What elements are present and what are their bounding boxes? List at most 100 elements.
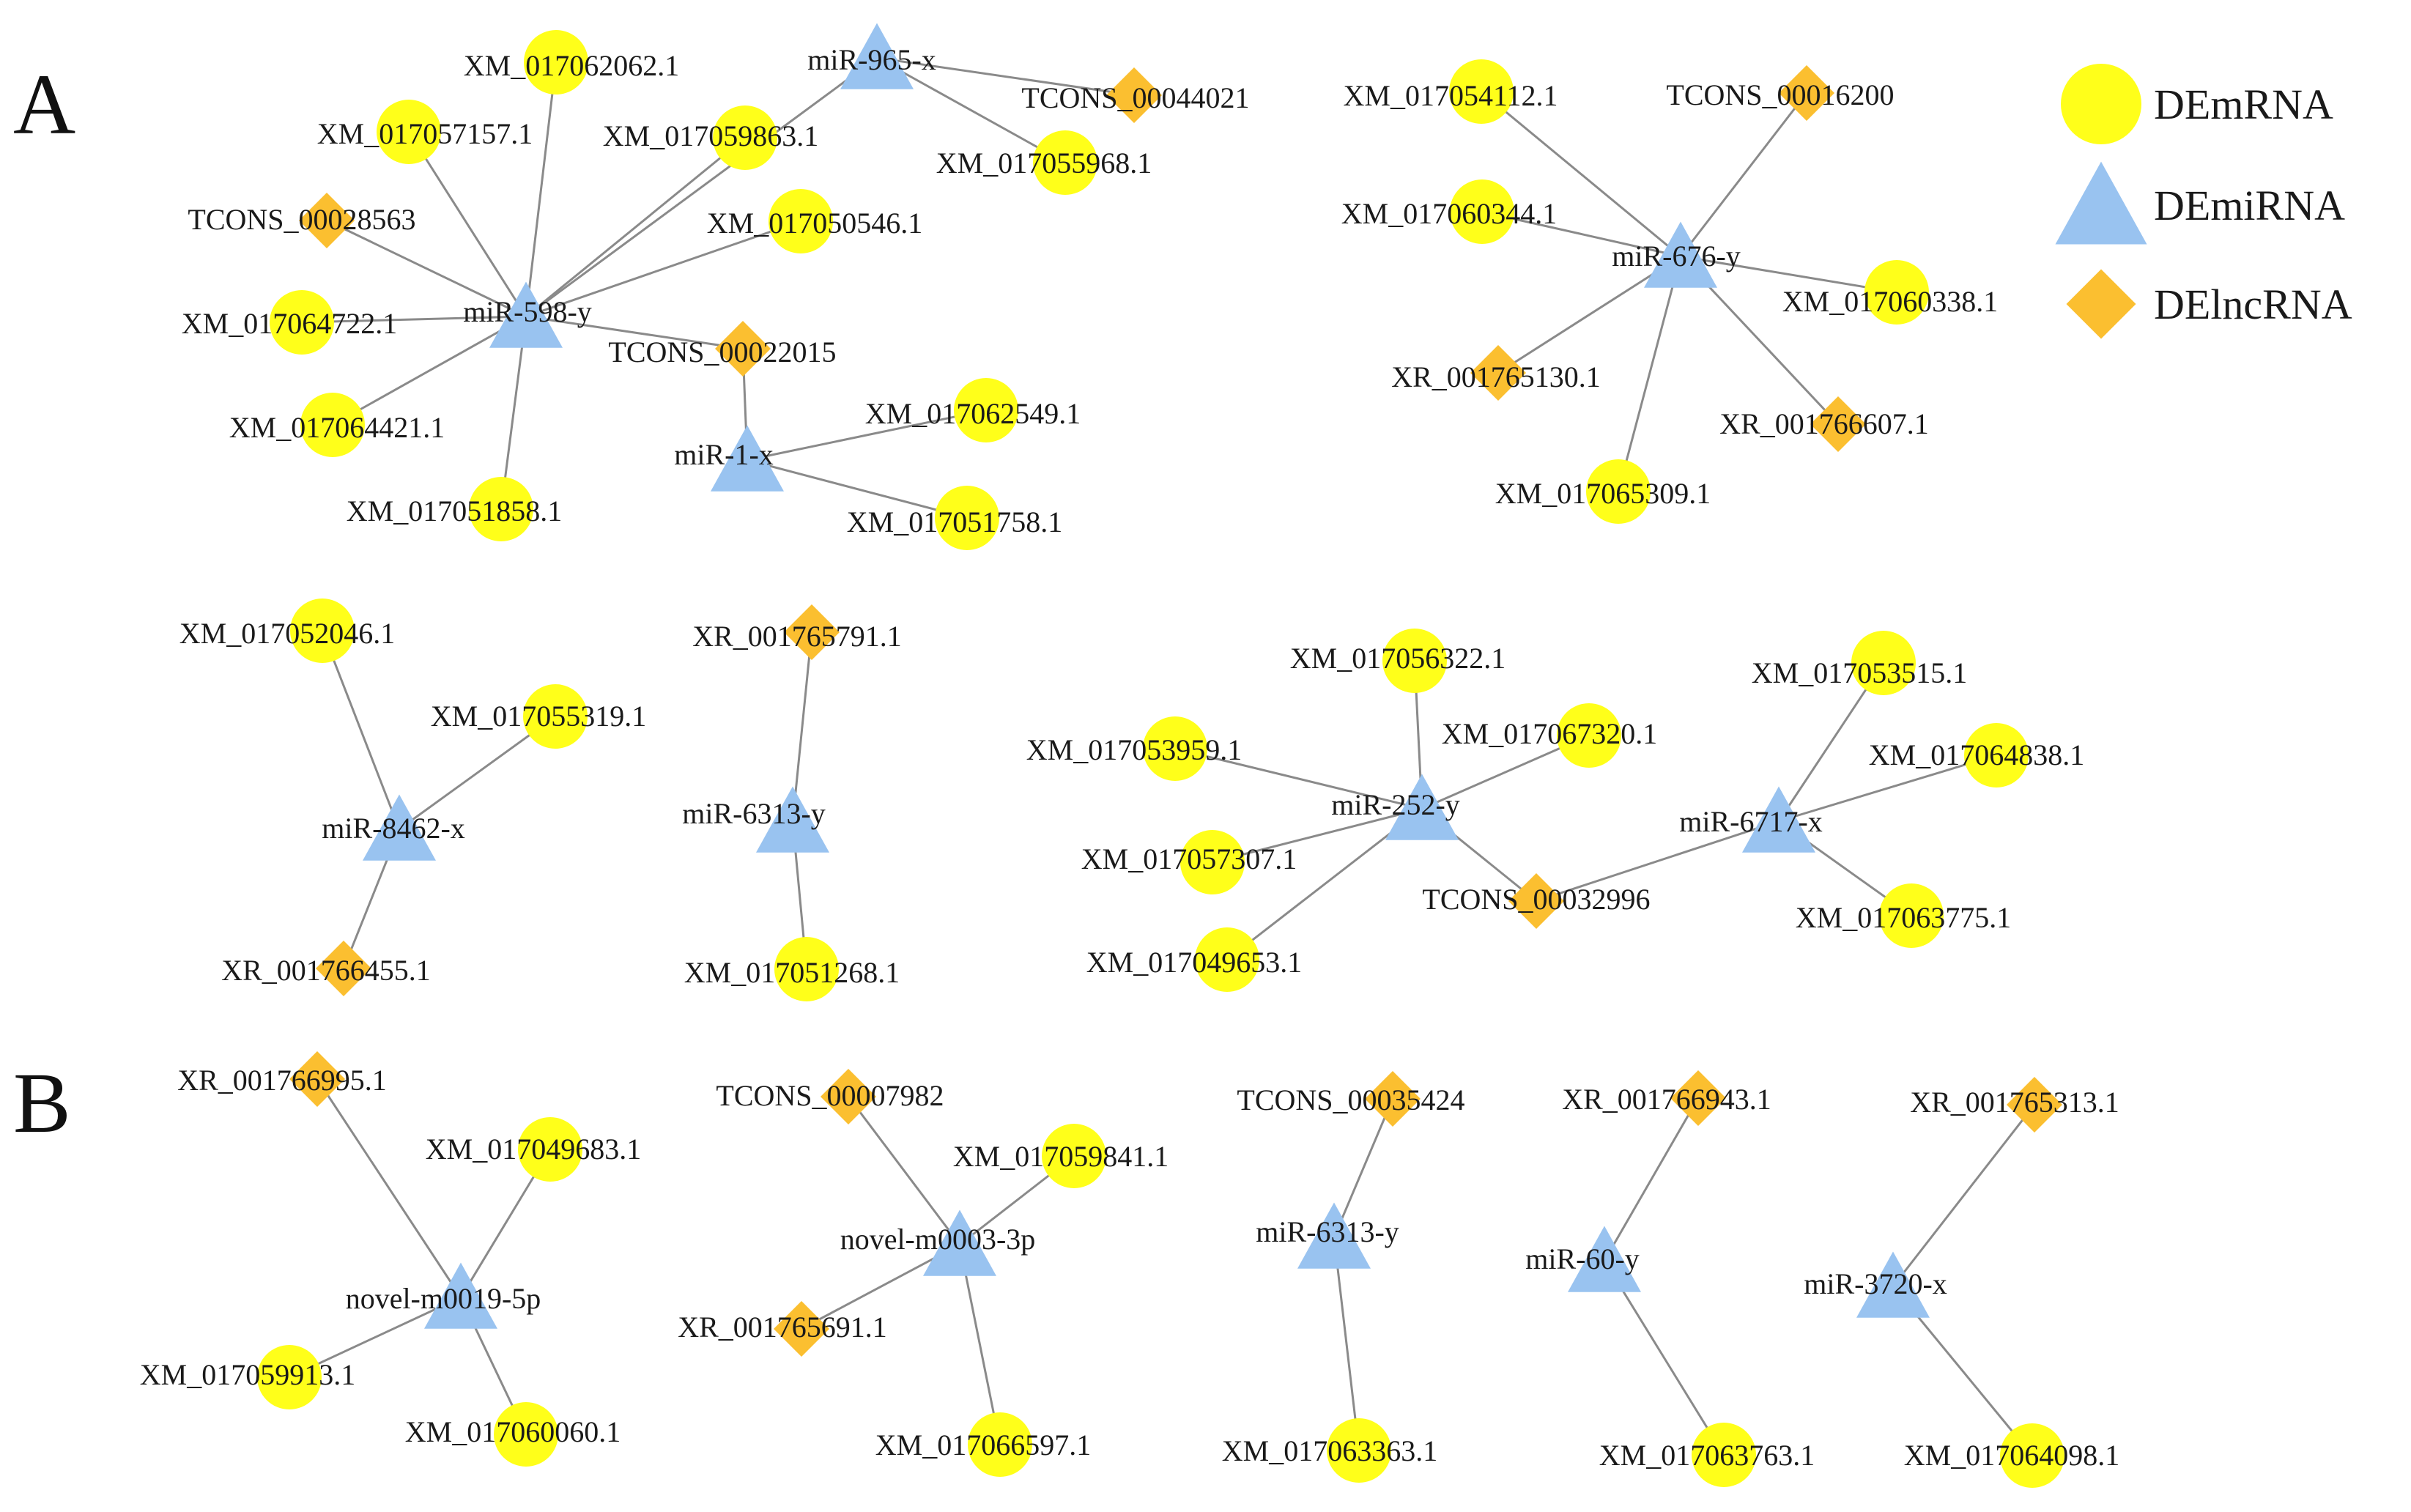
node-label: XM_017055968.1	[936, 147, 1152, 179]
edge-miR-598-y-XM_017064722.1	[301, 315, 527, 324]
node-mrna-XM_017052046.1	[290, 598, 355, 663]
edge-miR-1-x-XM_017051758.1	[747, 459, 968, 519]
node-mirna-miR-252-y	[1385, 774, 1459, 840]
node-label: XM_017060060.1	[405, 1415, 621, 1448]
node-mirna-miR-8462-x	[363, 794, 436, 861]
node-mrna-XM_017064722.1	[270, 290, 334, 355]
edge-miR-8462-x-XM_017052046.1	[321, 630, 401, 830]
edge-miR-676-y-XM_017054112.1	[1481, 90, 1681, 258]
node-label: TCONS_00032996	[1422, 883, 1650, 916]
edge-novel-m0003-3p-TCONS_00007982	[847, 1096, 961, 1245]
edge-miR-598-y-XM_017050546.1	[525, 220, 801, 318]
node-label: XR_001766943.1	[1562, 1083, 1771, 1116]
edge-miR-676-y-XM_017065309.1	[1617, 256, 1682, 492]
node-label: XM_017057307.1	[1081, 842, 1297, 875]
node-lncrna-TCONS_00016200	[1779, 65, 1834, 121]
node-mrna-XM_017060344.1	[1450, 179, 1514, 244]
panel-label-a: A	[13, 56, 75, 152]
node-mrna-XM_017062549.1	[954, 378, 1018, 442]
node-label: XR_001765130.1	[1391, 360, 1601, 393]
node-label: XM_017064722.1	[182, 307, 397, 340]
node-label: XM_017064838.1	[1869, 738, 2084, 771]
node-mrna-XM_017049683.1	[518, 1117, 582, 1182]
node-label: TCONS_00044021	[1021, 81, 1249, 114]
node-mrna-XM_017051268.1	[774, 937, 839, 1001]
node-label: XM_017063775.1	[1796, 901, 2011, 934]
node-lncrna-XR_001766943.1	[1670, 1070, 1726, 1126]
node-mirna-miR-965-x	[840, 23, 914, 89]
node-mrna-XM_017060338.1	[1864, 260, 1929, 325]
node-lncrna-TCONS_00044021	[1106, 67, 1162, 123]
edge-miR-6313-y-A-XR_001765791.1	[791, 631, 813, 822]
panel-label-b: B	[13, 1055, 71, 1151]
node-mirna-miR-676-y	[1644, 221, 1717, 288]
node-mirna-miR-6717-x	[1742, 786, 1815, 853]
node-label: XR_001766455.1	[221, 954, 431, 987]
edge-miR-598-y-XM_017062062.1	[525, 62, 558, 317]
node-lncrna-XR_001766995.1	[289, 1051, 345, 1107]
node-label: XM_017049653.1	[1086, 946, 1302, 979]
node-mrna-XM_017053515.1	[1851, 631, 1916, 695]
node-mrna-XM_017065309.1	[1586, 459, 1651, 524]
node-lncrna-TCONS_00032996	[1508, 873, 1564, 929]
legend-label: DEmRNA	[2154, 81, 2333, 128]
node-lncrna-TCONS_00028563	[299, 193, 355, 248]
node-label: XM_017053515.1	[1752, 656, 1967, 689]
node-label: XM_017066597.1	[875, 1428, 1091, 1461]
edge-miR-598-y-TCONS_00022015	[525, 315, 744, 350]
node-mrna-XM_017060060.1	[494, 1402, 558, 1467]
node-mirna-novel-m0003-3p	[923, 1209, 996, 1276]
node-label: miR-1-x	[674, 438, 774, 471]
edge-miR-6313-y-B-XM_017063363.1	[1333, 1237, 1360, 1451]
node-label: XR_001765313.1	[1910, 1086, 2119, 1119]
legend-circle-icon	[2061, 64, 2141, 144]
node-label: XR_001765691.1	[678, 1311, 887, 1344]
node-layer	[257, 23, 2064, 1488]
node-label: XM_017063763.1	[1599, 1439, 1815, 1472]
node-label: XM_017053959.1	[1026, 733, 1242, 766]
panel-labels: A B	[13, 56, 75, 1151]
node-lncrna-XR_001766607.1	[1810, 396, 1866, 452]
node-mirna-miR-598-y	[489, 281, 563, 348]
node-label: TCONS_00007982	[716, 1079, 944, 1112]
node-label: miR-60-y	[1525, 1242, 1640, 1275]
node-mrna-XM_017063363.1	[1327, 1418, 1391, 1483]
legend-item-mrna: DEmRNA	[2061, 64, 2333, 144]
node-mirna-miR-6313-y-B	[1297, 1202, 1371, 1269]
node-mrna-XM_017062062.1	[524, 30, 588, 94]
node-label: TCONS_00028563	[188, 203, 415, 236]
node-label: novel-m0019-5p	[346, 1282, 541, 1315]
node-label: XM_017060338.1	[1782, 285, 1998, 318]
node-label: miR-6717-x	[1679, 805, 1823, 838]
node-mrna-XM_017050546.1	[769, 189, 833, 253]
node-label: XM_017050546.1	[707, 207, 922, 240]
node-label: miR-965-x	[807, 43, 936, 76]
node-label: XM_017062062.1	[464, 49, 679, 82]
node-label: XM_017051858.1	[347, 494, 562, 527]
node-lncrna-XR_001765313.1	[2007, 1077, 2062, 1133]
node-mirna-novel-m0019-5p	[424, 1262, 497, 1329]
node-label: miR-6313-y	[1256, 1215, 1399, 1248]
legend-label: DElncRNA	[2154, 281, 2352, 328]
legend-diamond-icon	[2066, 269, 2136, 339]
edge-miR-676-y-XM_017060344.1	[1481, 210, 1681, 258]
node-lncrna-XR_001765130.1	[1470, 345, 1526, 401]
legend-item-lncrna: DElncRNA	[2066, 269, 2352, 339]
node-mrna-XM_017055319.1	[523, 684, 588, 749]
node-mrna-XM_017066597.1	[968, 1412, 1032, 1477]
node-mrna-XM_017064098.1	[2000, 1423, 2064, 1488]
node-mirna-miR-1-x	[711, 425, 784, 492]
node-label: XM_017051758.1	[847, 505, 1062, 538]
node-label: XM_017055319.1	[431, 700, 646, 733]
node-mrna-XM_017056322.1	[1382, 629, 1447, 693]
node-label: novel-m0003-3p	[840, 1223, 1036, 1256]
edge-miR-676-y-XM_017060338.1	[1680, 255, 1897, 294]
node-mrna-XM_017051858.1	[469, 477, 533, 541]
edge-miR-676-y-XR_001765130.1	[1497, 255, 1681, 374]
node-label: XR_001766995.1	[177, 1064, 387, 1097]
node-mirna-miR-6313-y-A	[756, 786, 829, 853]
legend-item-mirna: DEmiRNA	[2055, 161, 2345, 245]
edge-miR-598-y-XM_017057157.1	[407, 131, 527, 317]
node-mrna-XM_017055968.1	[1033, 130, 1097, 195]
